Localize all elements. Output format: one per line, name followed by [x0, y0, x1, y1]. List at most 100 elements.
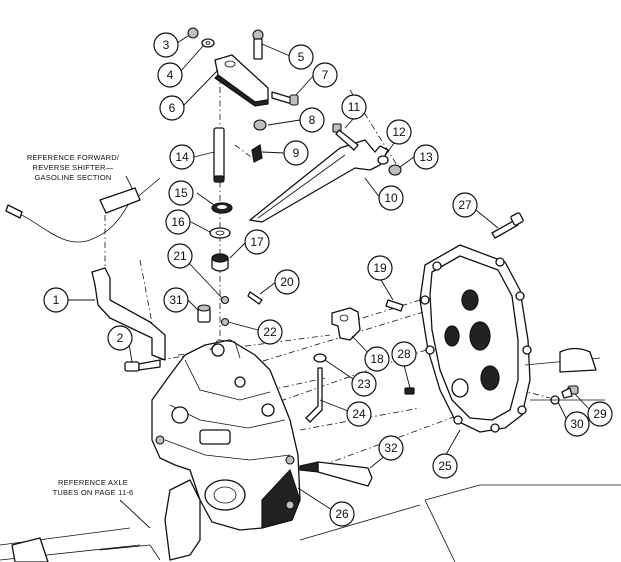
- callout-4: 4: [157, 62, 183, 88]
- reference-axle-label: REFERENCE AXLE TUBES ON PAGE 11-6: [53, 478, 134, 497]
- part-13-nut: [388, 164, 402, 176]
- callout-4-number: 4: [167, 68, 174, 82]
- callout-13-number: 13: [419, 150, 433, 164]
- part-24-shift-rod: [305, 367, 323, 423]
- main-transmission-housing: [151, 339, 301, 531]
- callout-17: 17: [244, 229, 270, 255]
- part-8-bushing: [253, 119, 267, 131]
- shifter-cable: [5, 177, 161, 243]
- part-5-ball-stud: [252, 29, 264, 60]
- callout-16: 16: [165, 209, 191, 235]
- reference-shifter-line-1: REFERENCE FORWARD/: [27, 153, 120, 162]
- callout-14-number: 14: [175, 150, 189, 164]
- callout-20-number: 20: [280, 275, 294, 289]
- part-21-ball: [220, 295, 230, 305]
- frame-rail: [299, 484, 621, 562]
- callout-10-number: 10: [384, 191, 398, 205]
- callout-14: 14: [169, 144, 195, 170]
- callout-30-number: 30: [570, 417, 584, 431]
- callout-17-number: 17: [250, 235, 264, 249]
- part-3-nut: [187, 27, 199, 39]
- callout-24-number: 24: [352, 407, 366, 421]
- callout-29-number: 29: [593, 407, 607, 421]
- part-29-bolt: [561, 385, 579, 399]
- reference-shifter-label: REFERENCE FORWARD/ REVERSE SHIFTER— GASO…: [27, 153, 120, 182]
- part-2-bolt: [124, 359, 161, 372]
- callout-3: 3: [153, 32, 179, 58]
- callout-leaders: [68, 35, 591, 511]
- callout-1: 1: [43, 287, 69, 313]
- part-19-dowel: [385, 299, 404, 312]
- callout-22-number: 22: [263, 325, 277, 339]
- callout-19-number: 19: [373, 261, 387, 275]
- callout-16-number: 16: [171, 215, 185, 229]
- callout-30: 30: [564, 411, 590, 437]
- callout-15: 15: [168, 180, 194, 206]
- callout-12: 12: [386, 119, 412, 145]
- callout-5: 5: [288, 44, 314, 70]
- callout-8: 8: [299, 107, 325, 133]
- part-4-washer: [201, 38, 215, 48]
- callout-6-number: 6: [169, 101, 176, 115]
- part-22-spring: [220, 317, 230, 327]
- part-9-key: [251, 144, 263, 163]
- callout-25: 25: [432, 453, 458, 479]
- callout-31: 31: [163, 287, 189, 313]
- callout-1-number: 1: [53, 293, 60, 307]
- part-18-shift-block: [331, 307, 361, 341]
- part-12-washer: [377, 155, 389, 165]
- callout-12-number: 12: [392, 125, 406, 139]
- part-32-sealant-tube: [299, 461, 373, 487]
- callout-28-number: 28: [397, 347, 411, 361]
- part-25-cover-plate: [419, 244, 532, 433]
- callout-3-number: 3: [163, 38, 170, 52]
- callout-20: 20: [274, 269, 300, 295]
- part-7-bolt: [271, 91, 299, 106]
- part-10-shift-lever: [249, 139, 389, 223]
- callout-11: 11: [341, 94, 367, 120]
- part-14-shaft: [213, 127, 225, 183]
- callout-24: 24: [346, 401, 372, 427]
- part-6-arm: [214, 54, 269, 107]
- callout-21-number: 21: [173, 249, 187, 263]
- part-28-key: [404, 387, 415, 395]
- callout-15-number: 15: [174, 186, 188, 200]
- callout-9: 9: [283, 140, 309, 166]
- reference-axle-line-1: REFERENCE AXLE: [58, 478, 128, 487]
- callout-29: 29: [587, 401, 613, 427]
- callout-5-number: 5: [298, 50, 305, 64]
- callout-28: 28: [391, 341, 417, 367]
- callout-23: 23: [351, 371, 377, 397]
- callout-27: 27: [452, 192, 478, 218]
- part-31-plug: [197, 304, 211, 323]
- part-15-retaining-ring: [211, 202, 233, 214]
- callout-19: 19: [367, 255, 393, 281]
- callout-2-number: 2: [117, 331, 124, 345]
- part-23-washer: [313, 353, 327, 363]
- callout-11-number: 11: [348, 100, 361, 114]
- callout-21: 21: [167, 243, 193, 269]
- callout-32: 32: [378, 435, 404, 461]
- callout-18-number: 18: [370, 352, 384, 366]
- callout-26-number: 26: [335, 507, 349, 521]
- callout-31-number: 31: [169, 293, 183, 307]
- callout-26: 26: [329, 501, 355, 527]
- callout-22: 22: [257, 319, 283, 345]
- callout-32-number: 32: [384, 441, 398, 455]
- part-11-bolt: [332, 123, 359, 151]
- callout-7: 7: [312, 62, 338, 88]
- reference-shifter-line-2: REVERSE SHIFTER—: [33, 163, 114, 172]
- part-16-washer: [209, 227, 231, 239]
- callout-8-number: 8: [309, 113, 316, 127]
- callout-13: 13: [413, 144, 439, 170]
- reference-shifter-line-3: GASOLINE SECTION: [35, 173, 112, 182]
- axle-ref-leader: [119, 499, 151, 529]
- callout-9-number: 9: [293, 146, 300, 160]
- part-1-bracket: [91, 267, 166, 361]
- part-27-long-bolt: [491, 212, 524, 239]
- callout-25-number: 25: [438, 459, 452, 473]
- part-20-pin: [247, 291, 263, 305]
- callout-7-number: 7: [322, 68, 329, 82]
- axle-tube-left: [0, 479, 201, 562]
